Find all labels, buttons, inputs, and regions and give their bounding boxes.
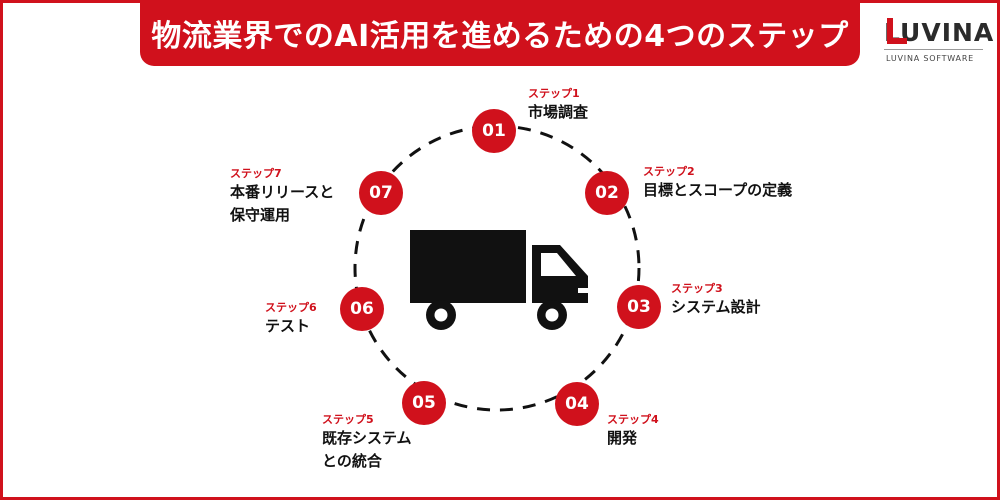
title-banner: 物流業界でのAI活用を進めるための4つのステップ xyxy=(140,0,860,66)
step-02-name: 目標とスコープの定義 xyxy=(643,181,793,199)
step-02-badge: 02 xyxy=(585,171,629,215)
step-05-name-line2: との統合 xyxy=(322,452,382,470)
step-03-label: ステップ3 システム設計 xyxy=(671,281,761,319)
step-05-label: ステップ5 既存システム との統合 xyxy=(322,412,412,473)
step-05-badge: 05 xyxy=(402,381,446,425)
step-07-name-line2: 保守運用 xyxy=(230,206,291,224)
step-07-label: ステップ7 本番リリースと 保守運用 xyxy=(230,166,334,227)
step-03-name: システム設計 xyxy=(671,298,761,316)
step-05-kicker: ステップ5 xyxy=(322,413,374,426)
step-04-label: ステップ4 開発 xyxy=(607,412,659,450)
page-title: 物流業界でのAI活用を進めるための4つのステップ xyxy=(151,19,849,54)
truck-icon xyxy=(410,230,588,330)
luvina-logo: LUVINA LUVINA SOFTWARE xyxy=(884,14,993,70)
step-01-kicker: ステップ1 xyxy=(528,87,580,100)
step-04-kicker: ステップ4 xyxy=(607,413,659,426)
step-01-badge: 01 xyxy=(472,109,516,153)
step-05-name-line1: 既存システム xyxy=(322,429,412,447)
step-02-kicker: ステップ2 xyxy=(643,165,695,178)
step-04-name: 開発 xyxy=(607,429,638,447)
step-03-badge: 03 xyxy=(617,285,661,329)
step-06-name: テスト xyxy=(265,317,311,335)
logo-divider xyxy=(884,49,983,50)
logo-mark-icon xyxy=(887,18,907,44)
step-07-name-line1: 本番リリースと xyxy=(230,183,335,201)
logo-tagline: LUVINA SOFTWARE xyxy=(886,54,975,63)
step-01-name: 市場調査 xyxy=(528,103,589,121)
step-06-label: ステップ6 テスト xyxy=(265,300,317,338)
step-07-badge: 07 xyxy=(359,171,403,215)
step-02-label: ステップ2 目標とスコープの定義 xyxy=(643,164,792,202)
step-03-kicker: ステップ3 xyxy=(671,282,723,295)
step-06-kicker: ステップ6 xyxy=(265,301,317,314)
step-06-badge: 06 xyxy=(340,287,384,331)
step-01-label: ステップ1 市場調査 xyxy=(528,86,588,124)
step-07-kicker: ステップ7 xyxy=(230,167,282,180)
step-04-badge: 04 xyxy=(555,382,599,426)
